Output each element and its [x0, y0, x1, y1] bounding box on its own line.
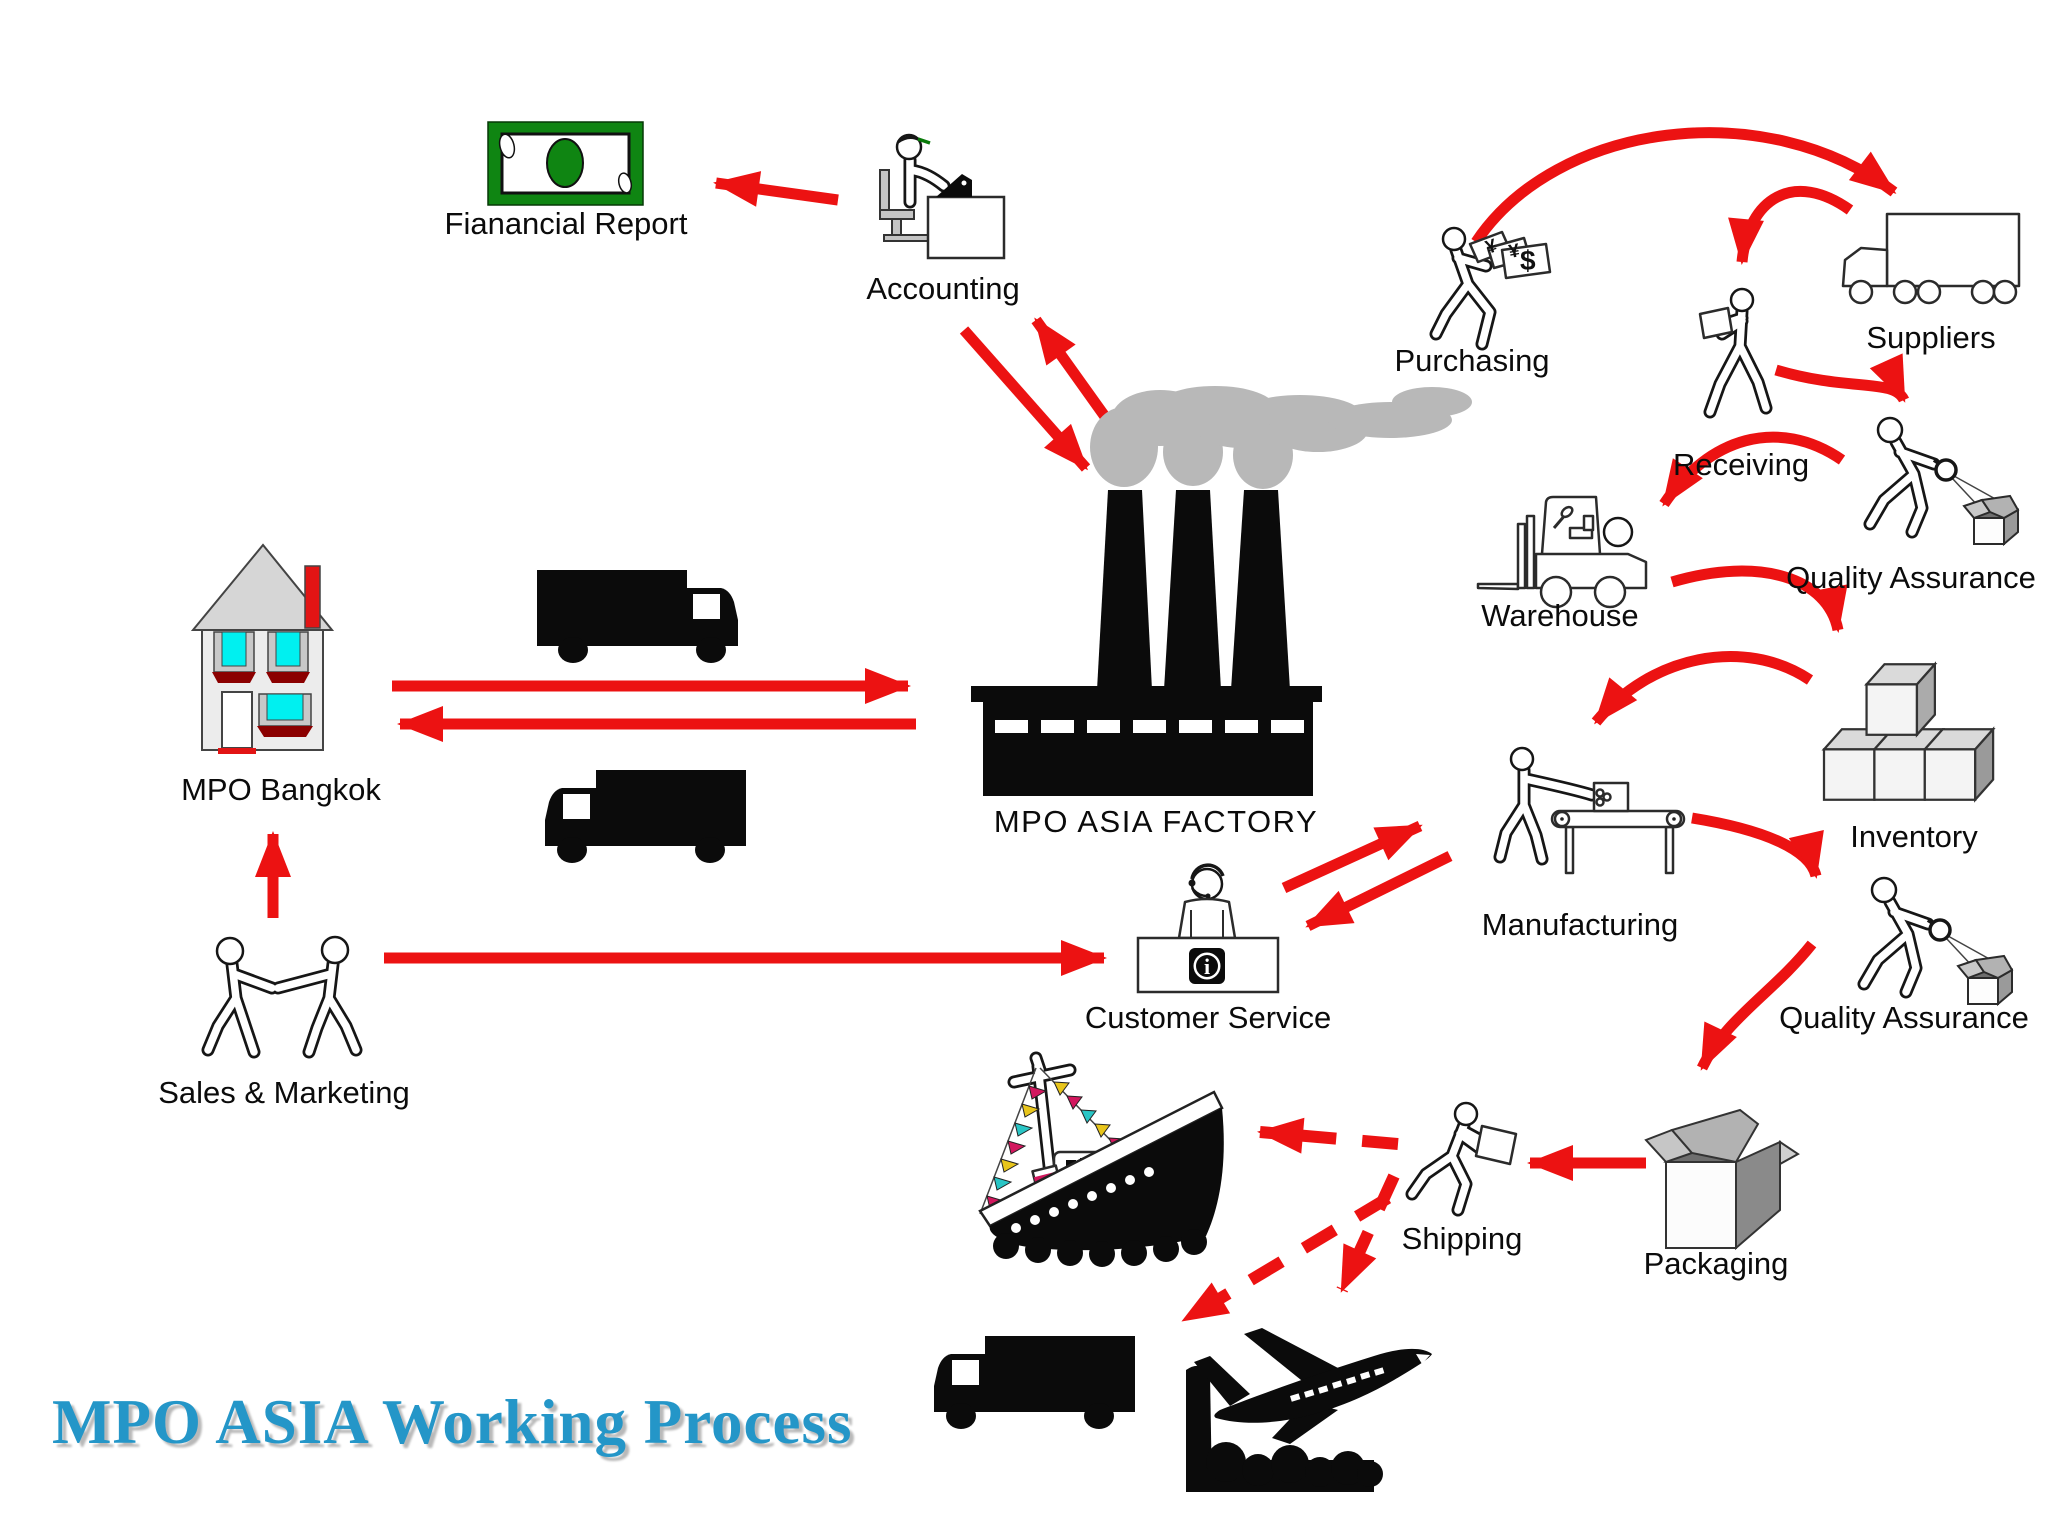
laptop-icon	[936, 174, 972, 197]
door	[218, 691, 256, 754]
manufacturing-label: Manufacturing	[1482, 907, 1678, 942]
purchasing-label: Purchasing	[1394, 343, 1549, 378]
clouds	[1186, 1365, 1383, 1492]
shipping-node: Shipping	[1402, 1101, 1523, 1256]
arrow-shipping-to-plane	[1336, 1173, 1400, 1293]
parcel-icon	[1698, 306, 1734, 340]
headset-icon	[1190, 863, 1225, 880]
quality-assurance-in-node: Quality Assurance	[1786, 418, 2036, 595]
warehouse-label: Warehouse	[1481, 598, 1638, 633]
agent-figure	[1177, 863, 1237, 940]
parcel-icon	[1474, 1124, 1518, 1166]
shuttle-truck-right-icon	[537, 570, 738, 663]
arrow-manufacturing-to-customer-service	[1305, 851, 1453, 931]
delivery-truck-outline-icon	[1841, 212, 2021, 305]
inspector-magnifier-icon	[1864, 878, 2012, 1004]
info-glyph: i	[1204, 954, 1210, 979]
warehouse-node: Warehouse	[1476, 495, 1648, 633]
arrow-qa-to-warehouse	[1659, 431, 1846, 508]
arrow-shipping-to-ship	[1257, 1117, 1399, 1154]
desk	[926, 195, 1006, 260]
inspector-magnifier-icon	[1870, 418, 2018, 544]
accounting-node: Accounting	[866, 133, 1020, 306]
factory-label: MPO ASIA FACTORY	[994, 804, 1318, 839]
suppliers-label: Suppliers	[1866, 320, 1995, 355]
cargo-ship-icon	[978, 1058, 1224, 1267]
manufacturing-node: Manufacturing	[1482, 746, 1686, 942]
portholes	[1011, 1167, 1154, 1233]
arrow-qa2-to-packaging	[1697, 940, 1817, 1071]
arrow-purchasing-to-suppliers	[1471, 127, 1898, 246]
right-person-head	[320, 935, 350, 965]
factory-icon	[971, 490, 1322, 796]
arrow-warehouse-to-inventory	[1670, 565, 1848, 633]
inventory-node: Inventory	[1821, 661, 1996, 854]
arrow-suppliers-to-receiving	[1728, 186, 1854, 265]
sales-marketing-node: Sales & Marketing	[158, 935, 410, 1110]
financial-report-node: Fianancial Report	[445, 121, 688, 241]
purchasing-node: ¥ ¥ $ Purchasing	[1394, 226, 1552, 378]
info-icon: i	[1189, 948, 1225, 984]
suppliers-node: Suppliers	[1841, 212, 2021, 355]
cargo-truck-icon	[934, 1336, 1135, 1429]
currency-symbol: $	[1520, 245, 1536, 276]
bow-waves	[993, 1229, 1207, 1267]
packaging-label: Packaging	[1644, 1246, 1789, 1281]
forklift-icon	[1476, 495, 1648, 609]
money-bill-icon	[487, 121, 644, 206]
stacked-boxes-icon	[1821, 661, 1996, 803]
packaging-node: Packaging	[1644, 1108, 1800, 1281]
accounting-label: Accounting	[866, 271, 1019, 306]
cargo-airplane-icon	[1186, 1328, 1432, 1492]
currency-symbol: ¥	[1507, 240, 1521, 263]
customer-service-node: i Customer Service	[1085, 863, 1331, 1035]
arrow-receiving-to-qa	[1774, 353, 1910, 403]
arrow-shipping-to-truck	[1180, 1192, 1392, 1326]
quality-assurance-out-node: Quality Assurance	[1779, 878, 2029, 1035]
shipping-label: Shipping	[1402, 1221, 1523, 1256]
inventory-label: Inventory	[1850, 819, 1978, 854]
arrow-manufacturing-to-qa2	[1691, 812, 1824, 879]
receiving-label: Receiving	[1673, 447, 1809, 482]
window-top-right	[266, 631, 310, 683]
accountant-figure	[895, 133, 944, 202]
page-title: MPO ASIA Working Process	[52, 1387, 853, 1457]
sales-marketing-label: Sales & Marketing	[158, 1075, 410, 1110]
left-person-head	[215, 936, 245, 966]
arrow-factory-to-accounting	[1031, 316, 1121, 436]
plane-silhouette	[1194, 1328, 1432, 1444]
mpo-bangkok-node: MPO Bangkok	[181, 543, 381, 807]
arrow-inventory-to-manufacturing	[1591, 651, 1814, 726]
arrow-customer-service-to-manufacturing	[1281, 820, 1423, 894]
open-carton-icon	[1644, 1108, 1800, 1251]
house-icon	[190, 543, 335, 754]
factory-node: MPO ASIA FACTORY	[971, 386, 1472, 839]
conveyor-belt-icon	[1550, 781, 1686, 875]
smoke	[1090, 386, 1472, 489]
financial-report-label: Fianancial Report	[445, 206, 688, 241]
chimney	[304, 565, 321, 629]
receiving-node: Receiving	[1673, 287, 1809, 482]
quality-assurance-out-label: Quality Assurance	[1779, 1000, 2029, 1035]
money-notes-icon: ¥ ¥ $	[1468, 230, 1552, 280]
arrow-accounting-to-financial-report	[713, 171, 839, 207]
mpo-bangkok-label: MPO Bangkok	[181, 772, 381, 807]
arrow-accounting-to-factory	[959, 326, 1091, 472]
window-top-left	[212, 631, 256, 683]
plane-windows	[1290, 1367, 1385, 1402]
window-bottom	[257, 693, 313, 737]
flow-arrows	[255, 127, 1910, 1326]
quality-assurance-in-label: Quality Assurance	[1786, 560, 2036, 595]
factory-windows	[995, 720, 1304, 733]
shuttle-truck-left-icon	[545, 770, 746, 863]
customer-service-label: Customer Service	[1085, 1000, 1331, 1035]
hull	[989, 1108, 1224, 1251]
